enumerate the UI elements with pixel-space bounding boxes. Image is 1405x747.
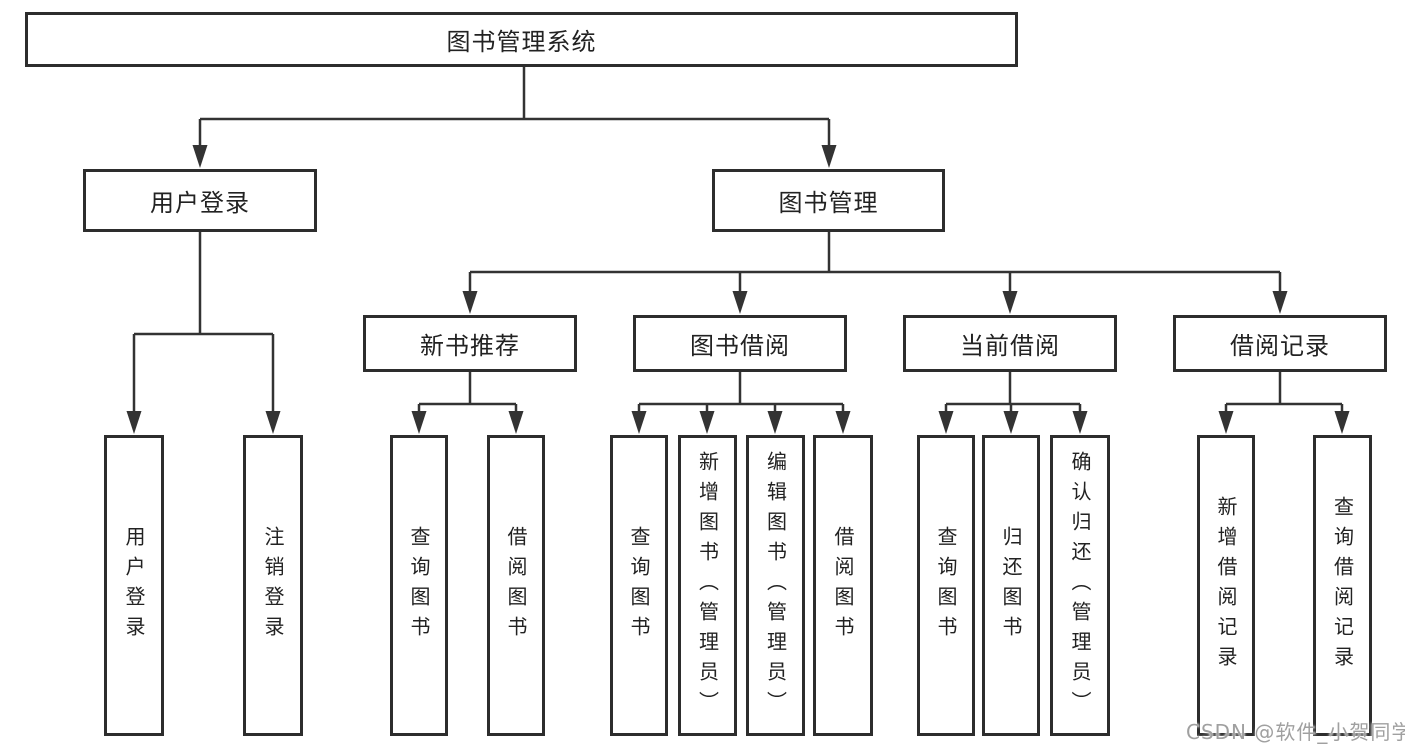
arrowhead bbox=[192, 145, 208, 168]
node-book-management: 图书管理 bbox=[712, 169, 945, 232]
leaf-borrow-books-1: 借阅图书 bbox=[487, 435, 545, 736]
leaf-logout-login: 注销登录 bbox=[243, 435, 303, 736]
arrowhead bbox=[821, 145, 837, 168]
node-label: 借阅图书 bbox=[504, 525, 528, 646]
node-label: 归还图书 bbox=[999, 525, 1023, 646]
leaf-return-books: 归还图书 bbox=[982, 435, 1040, 736]
leaf-query-books-2: 查询图书 bbox=[610, 435, 668, 736]
node-label: 查询图书 bbox=[934, 525, 958, 646]
arrowhead bbox=[732, 291, 748, 314]
arrowhead bbox=[1272, 291, 1288, 314]
node-user-login: 用户登录 bbox=[83, 169, 317, 232]
node-label: 注销登录 bbox=[261, 525, 285, 646]
arrowhead bbox=[631, 411, 647, 434]
node-label: 借阅记录 bbox=[1230, 332, 1330, 360]
connector-group-book-management bbox=[462, 232, 1288, 314]
node-label: 新增借阅记录 bbox=[1214, 495, 1238, 676]
connector-group-user-login bbox=[126, 232, 281, 434]
node-label: 借阅图书 bbox=[831, 525, 855, 646]
arrowhead bbox=[508, 411, 524, 434]
arrowhead bbox=[462, 291, 478, 314]
arrowhead bbox=[938, 411, 954, 434]
arrowhead bbox=[411, 411, 427, 434]
node-label: 查询图书 bbox=[407, 525, 431, 646]
node-library-management-system: 图书管理系统 bbox=[25, 12, 1018, 67]
node-label: 新书推荐 bbox=[420, 332, 520, 360]
leaf-add-books-admin: 新增图书（管理员） bbox=[678, 435, 737, 736]
node-label: 用户登录 bbox=[122, 525, 146, 646]
watermark: CSDN @软件_小贺同学 bbox=[1186, 720, 1405, 744]
leaf-add-borrow-record: 新增借阅记录 bbox=[1197, 435, 1255, 736]
connector-group-book-borrowing bbox=[631, 372, 851, 434]
leaf-query-books-3: 查询图书 bbox=[917, 435, 975, 736]
node-label: 当前借阅 bbox=[960, 332, 1060, 360]
node-label: 确认归还（管理员） bbox=[1068, 450, 1092, 721]
arrowhead bbox=[1002, 291, 1018, 314]
node-label: 图书借阅 bbox=[690, 332, 790, 360]
node-label: 新增图书（管理员） bbox=[695, 450, 720, 721]
node-new-book-recommendation: 新书推荐 bbox=[363, 315, 577, 372]
connector-group-new-book-recommendation bbox=[411, 372, 524, 434]
leaf-query-borrow-record: 查询借阅记录 bbox=[1313, 435, 1372, 736]
connector-group-borrowing-records bbox=[1218, 372, 1350, 434]
node-borrowing-records: 借阅记录 bbox=[1173, 315, 1387, 372]
arrowhead bbox=[1003, 411, 1019, 434]
arrowhead bbox=[1072, 411, 1088, 434]
node-label: 编辑图书（管理员） bbox=[763, 450, 788, 721]
node-book-borrowing: 图书借阅 bbox=[633, 315, 847, 372]
arrowhead bbox=[1334, 411, 1350, 434]
leaf-borrow-books-2: 借阅图书 bbox=[813, 435, 873, 736]
connector-group-current-borrowing bbox=[938, 372, 1088, 434]
node-label: 查询借阅记录 bbox=[1330, 495, 1355, 676]
node-label: 用户登录 bbox=[150, 189, 250, 217]
node-current-borrowing: 当前借阅 bbox=[903, 315, 1117, 372]
node-label: 图书管理系统 bbox=[446, 28, 597, 56]
leaf-query-books-1: 查询图书 bbox=[390, 435, 448, 736]
arrowhead bbox=[699, 411, 715, 434]
leaf-confirm-return-admin: 确认归还（管理员） bbox=[1050, 435, 1110, 736]
arrowhead bbox=[1218, 411, 1234, 434]
arrowhead bbox=[126, 411, 142, 434]
node-label: 查询图书 bbox=[627, 525, 651, 646]
arrowhead bbox=[835, 411, 851, 434]
arrowhead bbox=[767, 411, 783, 434]
connector-group-root bbox=[192, 67, 837, 168]
arrowhead bbox=[265, 411, 281, 434]
leaf-user-login: 用户登录 bbox=[104, 435, 164, 736]
leaf-edit-books-admin: 编辑图书（管理员） bbox=[746, 435, 805, 736]
node-label: 图书管理 bbox=[778, 189, 879, 217]
